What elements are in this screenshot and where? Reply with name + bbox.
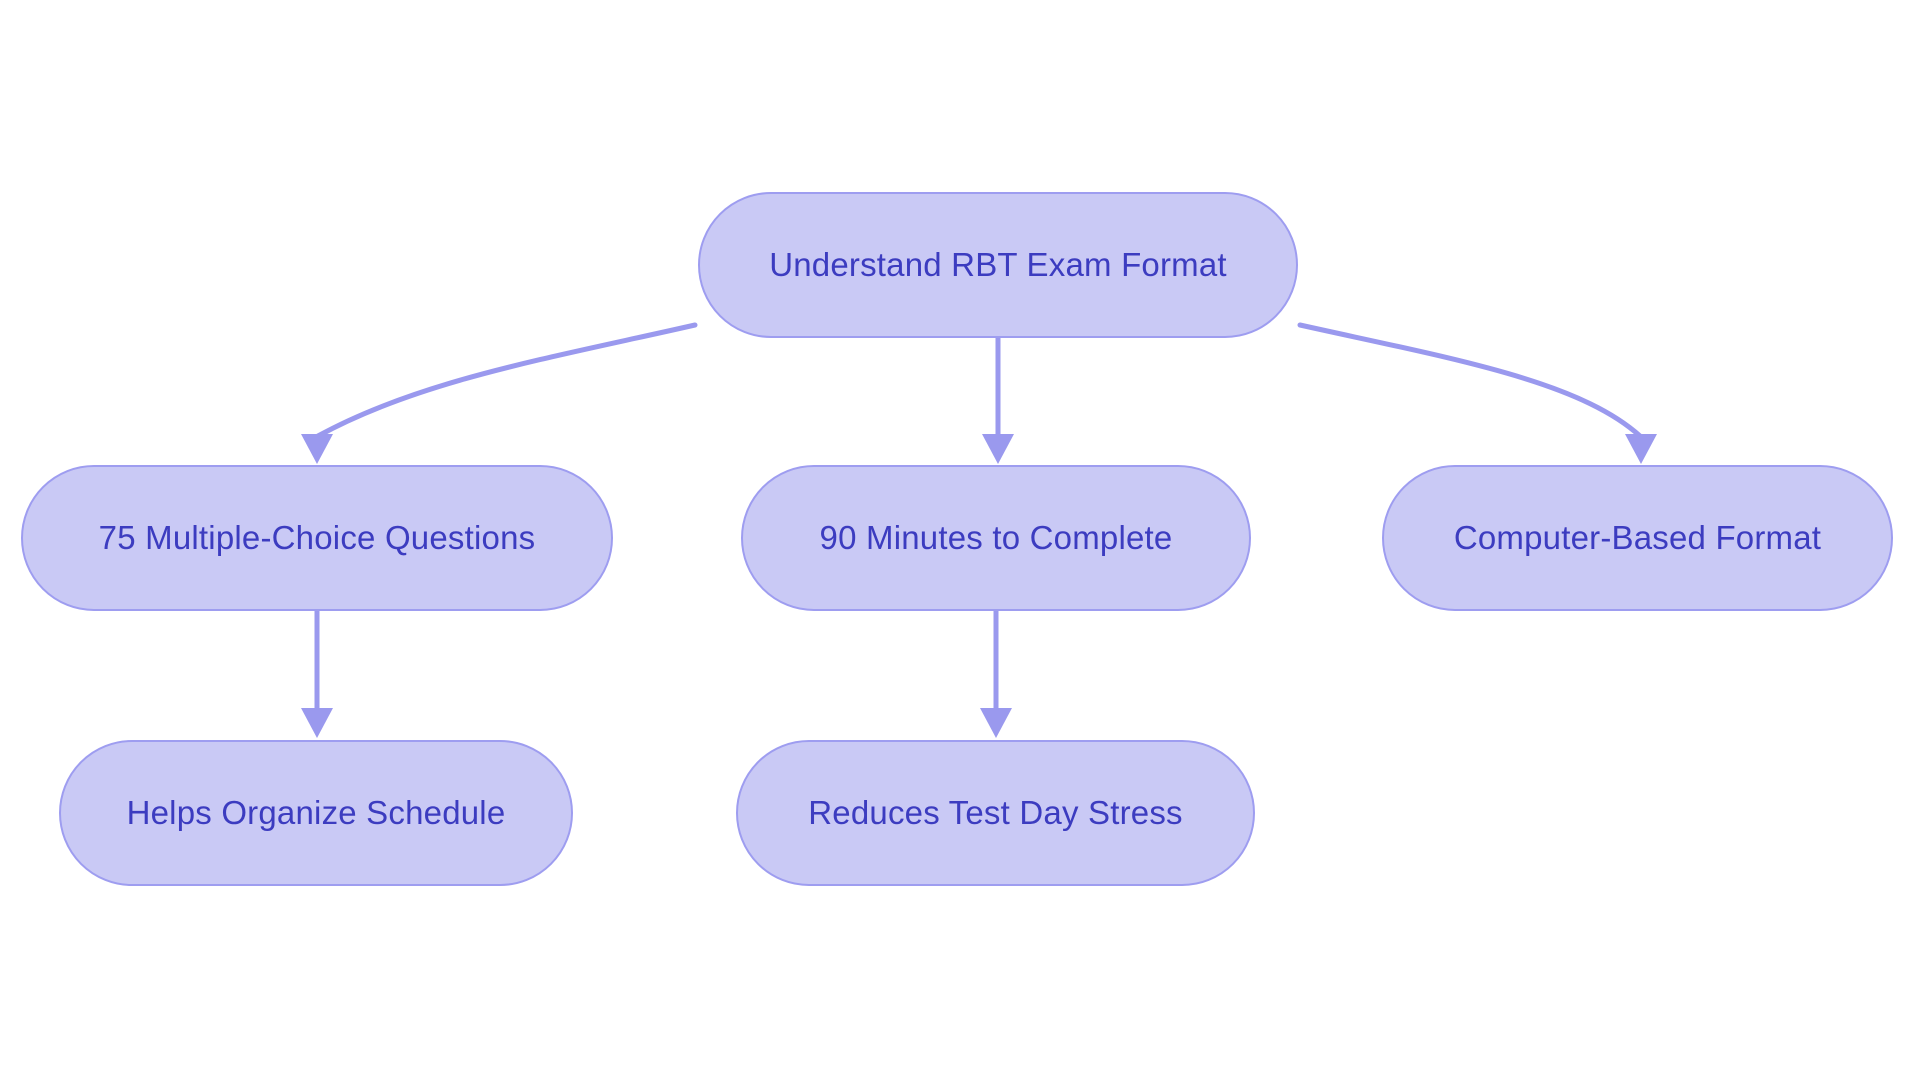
node-90-minutes-to-complete: 90 Minutes to Complete: [741, 465, 1251, 611]
node-reduces-test-day-stress: Reduces Test Day Stress: [736, 740, 1255, 886]
node-label: 90 Minutes to Complete: [819, 519, 1173, 556]
arrowhead-icon: [980, 708, 1012, 738]
edge-root-to-questions: [315, 322, 698, 439]
node-label: Helps Organize Schedule: [126, 794, 506, 831]
node-label: Understand RBT Exam Format: [769, 246, 1227, 283]
node-75-multiple-choice-questions: 75 Multiple-Choice Questions: [21, 465, 613, 611]
edge-root-to-format: [1297, 322, 1643, 439]
node-helps-organize-schedule: Helps Organize Schedule: [59, 740, 573, 886]
arrowhead-icon: [982, 434, 1014, 464]
arrowhead-icon: [1625, 434, 1657, 464]
node-label: Reduces Test Day Stress: [808, 794, 1183, 831]
node-computer-based-format: Computer-Based Format: [1382, 465, 1893, 611]
arrowhead-icon: [301, 434, 333, 464]
node-label: 75 Multiple-Choice Questions: [98, 519, 536, 556]
arrowhead-icon: [301, 708, 333, 738]
node-understand-rbt-exam-format: Understand RBT Exam Format: [698, 192, 1298, 338]
node-label: Computer-Based Format: [1453, 519, 1822, 556]
